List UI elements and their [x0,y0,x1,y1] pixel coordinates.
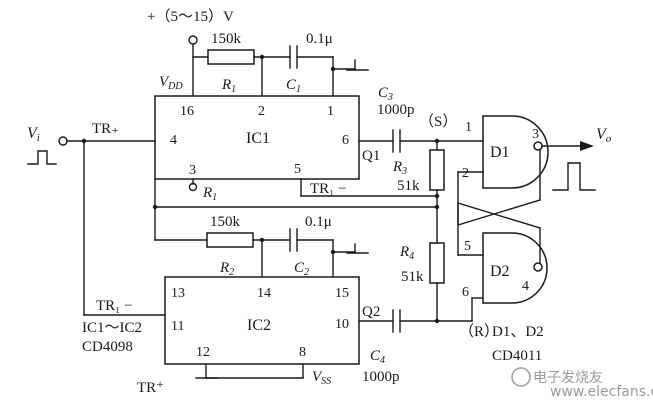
watermark-logo-icon [511,367,531,387]
c1-value: 0.1μ [306,31,333,47]
cross-couple-wire-a [457,199,541,226]
tr1-minus-bottom: TR₁ − [96,298,133,314]
tr1-minus-top: TR₁ − [310,181,347,197]
ic2-pin-13: 13 [171,286,185,301]
ic2-pin-11: 11 [171,319,184,334]
r1-value: 150k [211,31,242,47]
resistor-r4 [429,242,445,284]
d1-pin-3: 3 [532,127,539,142]
ic1-label: IC1 [246,130,270,147]
node [434,193,440,199]
ic1-pin-3: 3 [189,163,196,178]
d1-label: D1 [490,144,510,161]
vout-label: Vo [596,126,612,145]
d-part-number: CD4011 [492,348,542,364]
resistor-r2 [206,232,254,248]
supply-terminal [188,35,198,45]
node [330,66,336,72]
c1-name: C1 [286,77,301,95]
ic2-chip [164,276,360,365]
watermark-text: 电子发烧友 [533,370,603,386]
node [259,54,265,60]
c4-value: 1000p [362,369,400,385]
d2-label: D2 [490,263,510,280]
ic2-pin-12: 12 [196,345,210,360]
nand-gate-d1 [482,115,549,189]
vin-label: Vi [27,125,40,144]
node [434,204,440,210]
nand-gate-d2 [482,232,548,304]
r4-value: 51k [401,269,424,285]
resistor-r3 [429,149,445,191]
ic1-pin-16: 16 [180,104,194,119]
r3-name: R3 [392,159,407,177]
watermark: 电子发烧友 www.elecfans.com [511,367,653,400]
d1-output-bubble [533,141,543,151]
output-arrow-icon [580,141,594,151]
c2-name: C2 [294,260,309,278]
r4-name: R4 [399,244,414,262]
watermark-url: www.elecfans.com [550,384,653,400]
ic1-pin-6: 6 [342,133,349,148]
q2-label: Q2 [362,304,380,320]
ic1-pin-1: 1 [327,104,334,119]
tr-plus-top: TR₊ [92,121,119,137]
vin-terminal [58,136,68,146]
node [152,204,158,210]
cross-couple-wire-b [457,202,541,229]
input-pulse-waveform [27,150,57,165]
c3-value: 1000p [377,102,415,118]
ic2-pin-8: 8 [299,345,306,360]
r1-name: R1 [221,77,236,95]
node [330,249,336,255]
ic-part-number: CD4098 [82,339,133,355]
ic1-chip [154,95,360,180]
ic2-pin-15: 15 [335,286,349,301]
tr-plus-bottom: TR⁺ [137,380,164,396]
ic1-pin3-terminal [188,182,198,192]
c2-value: 0.1μ [305,214,332,230]
c3-name: C3 [378,85,393,103]
d2-pin-5: 5 [464,239,471,254]
d1-pin-1: 1 [465,120,472,135]
c4-name: C4 [370,348,385,366]
r-label: （R） [459,323,499,340]
q1-label: Q1 [362,148,380,164]
d2-pin-6: 6 [462,285,469,300]
d-part-label: D1、D2 [492,324,544,340]
ic2-pin-14: 14 [257,286,271,301]
supply-label: +（5～15）V [147,8,234,25]
d1-pin-2: 2 [462,166,469,181]
output-pulse-waveform [552,162,596,191]
s-label: （S） [419,113,457,130]
r2-name: R2 [219,260,234,278]
r1-ref: R1 [202,185,217,203]
vdd-label: VDD [159,74,183,92]
resistor-r1 [207,49,255,65]
ic-part-label: IC1～IC2 [82,320,142,336]
d2-pin-4: 4 [522,279,529,294]
node [259,237,265,243]
r2-value: 150k [210,214,241,230]
ic1-pin-5: 5 [294,162,301,177]
ic2-label: IC2 [247,317,271,334]
ic2-pin-10: 10 [335,317,349,332]
ic1-pin-2: 2 [258,104,265,119]
d2-output-bubble [533,262,543,272]
vss-label: VSS [312,369,331,387]
r3-value: 51k [397,178,420,194]
ic1-pin-4: 4 [170,133,177,148]
